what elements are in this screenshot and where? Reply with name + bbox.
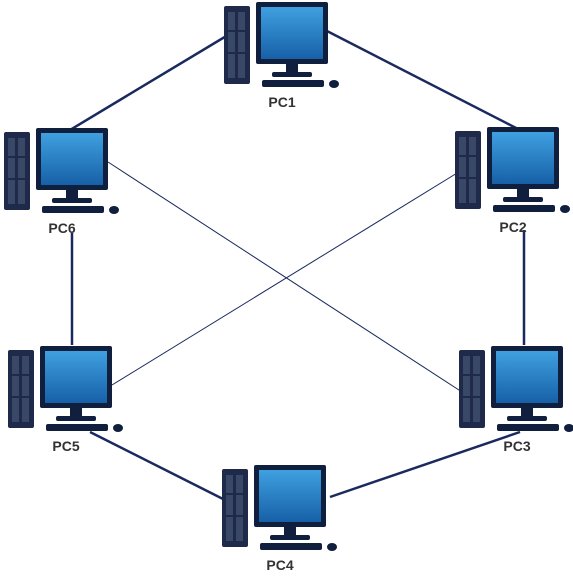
link-pc4-pc5 xyxy=(89,430,226,502)
node-pc1: PC1 xyxy=(222,0,342,110)
pc3-label: PC3 xyxy=(503,438,531,454)
link-pc1-pc2 xyxy=(324,28,521,132)
pc4-label: PC4 xyxy=(266,557,294,573)
node-pc2: PC2 xyxy=(453,125,573,235)
node-pc4: PC4 xyxy=(220,463,340,573)
computer-icon xyxy=(455,127,570,213)
computer-icon xyxy=(459,346,573,432)
link-pc6-pc3 xyxy=(107,161,463,393)
node-pc6: PC6 xyxy=(2,126,122,236)
pc1-label: PC1 xyxy=(268,94,296,110)
computer-icon xyxy=(4,128,119,214)
link-pc3-pc4 xyxy=(329,430,521,499)
computer-icon xyxy=(224,2,339,88)
computer-icon xyxy=(222,465,337,551)
computer-icon xyxy=(8,346,123,432)
pc5-label: PC5 xyxy=(52,438,80,454)
pc2-label: PC2 xyxy=(499,219,527,235)
link-pc2-pc5 xyxy=(111,169,463,386)
node-pc5: PC5 xyxy=(6,344,126,454)
link-pc1-pc6 xyxy=(69,33,229,132)
pc6-label: PC6 xyxy=(48,220,76,236)
node-pc3: PC3 xyxy=(457,344,573,454)
